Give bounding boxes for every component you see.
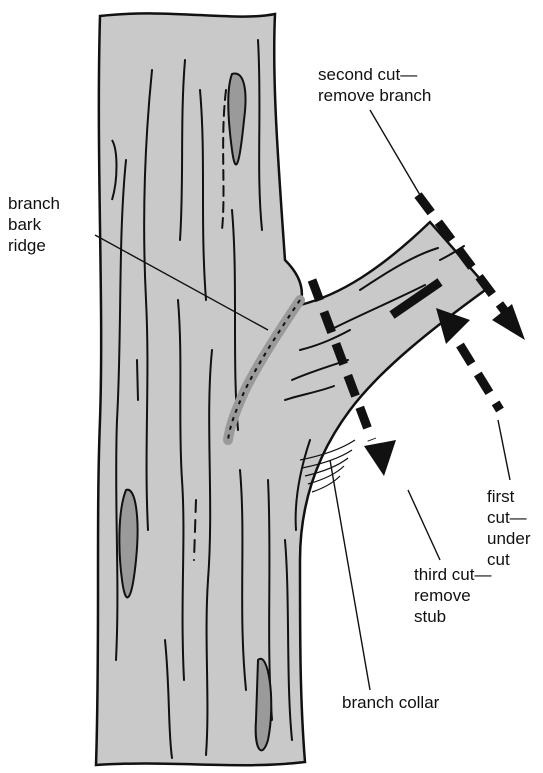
- trunk-shape: [96, 13, 488, 765]
- label-first-cut: first cut— under cut: [487, 486, 530, 570]
- leader-first-cut: [498, 420, 510, 480]
- leader-second-cut: [370, 110, 420, 195]
- tree-trunk: [96, 13, 488, 765]
- label-second-cut: second cut— remove branch: [318, 64, 431, 106]
- first-cut-line: [460, 345, 500, 410]
- second-cut-arrow: [492, 304, 525, 340]
- leader-branch-collar: [330, 460, 370, 690]
- label-branch-bark-ridge: branch bark ridge: [8, 193, 60, 256]
- label-third-cut: third cut— remove stub: [414, 564, 491, 627]
- label-branch-collar: branch collar: [342, 692, 439, 713]
- leader-third-cut: [408, 490, 440, 560]
- third-cut-arrow: [364, 440, 396, 476]
